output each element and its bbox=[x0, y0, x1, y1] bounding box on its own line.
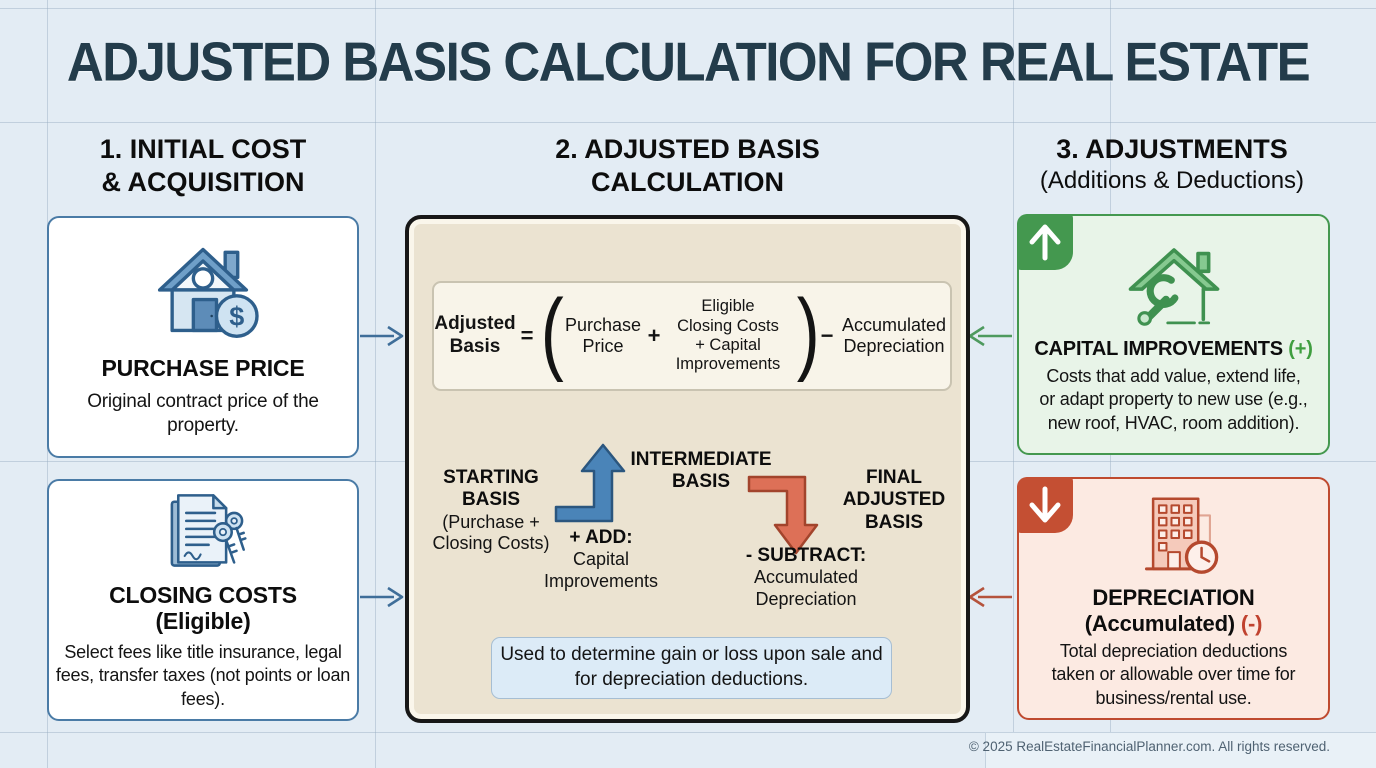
column-3-header-line1: 3. ADJUSTMENTS bbox=[1056, 134, 1288, 164]
purchase-price-card: $ PURCHASE PRICE Original contract price… bbox=[47, 216, 359, 458]
note-text: Used to determine gain or loss upon sale… bbox=[500, 644, 883, 690]
flow-diagram: STARTING BASIS (Purchase + Closing Costs… bbox=[409, 439, 974, 629]
purchase-price-title: PURCHASE PRICE bbox=[101, 355, 305, 382]
purchase-price-term: Purchase Price bbox=[563, 315, 643, 357]
house-wrench-icon bbox=[1128, 248, 1219, 326]
arrow-capital-to-panel bbox=[968, 325, 1012, 347]
accumulated-depreciation-term: Accumulated Depreciation bbox=[838, 315, 950, 357]
column-3-header-line2: (Additions & Deductions) bbox=[1039, 166, 1305, 194]
starting-basis-sub: (Purchase + Closing Costs) bbox=[432, 511, 550, 554]
depreciation-card: DEPRECIATION (Accumulated) (-) Total dep… bbox=[1017, 477, 1330, 720]
arrow-purchase-to-formula bbox=[360, 325, 404, 347]
capital-improvements-title-text: CAPITAL IMPROVEMENTS bbox=[1034, 337, 1283, 360]
close-paren: ) bbox=[796, 280, 820, 383]
arrow-closing-to-formula bbox=[360, 586, 404, 608]
adjusted-basis-label-line2: Basis bbox=[449, 336, 501, 357]
capital-improvements-title: CAPITAL IMPROVEMENTS (+) bbox=[1034, 337, 1313, 361]
closing-capital-term-line3: + Capital bbox=[695, 336, 761, 354]
accumulated-depreciation-term-line1: Accumulated bbox=[841, 314, 947, 335]
plus-sign: + bbox=[647, 323, 661, 348]
calculation-panel: Adjusted Basis = ( Purchase Price + Elig… bbox=[405, 215, 970, 723]
accumulated-depreciation-term-line2: Depreciation bbox=[843, 336, 945, 356]
equals-sign: = bbox=[520, 323, 534, 348]
depreciation-title-line2: (Accumulated) (-) bbox=[1085, 611, 1263, 636]
adjusted-basis-label: Adjusted Basis bbox=[434, 313, 516, 359]
purchase-price-term-line2: Price bbox=[582, 336, 624, 356]
footer-band bbox=[985, 732, 1376, 768]
column-3-header: 3. ADJUSTMENTS (Additions & Deductions) bbox=[1013, 133, 1331, 195]
grid-line bbox=[375, 0, 376, 768]
closing-costs-title-line2: (Eligible) bbox=[155, 608, 251, 635]
grid-line bbox=[1013, 0, 1014, 768]
subtract-block: - SUBTRACT: Accumulated Depreciation bbox=[721, 545, 891, 611]
page-title: ADJUSTED BASIS CALCULATION FOR REAL ESTA… bbox=[66, 30, 1311, 93]
add-block: + ADD: Capital Improvements bbox=[521, 527, 681, 593]
grid-line bbox=[0, 732, 1376, 733]
closing-capital-term-line2: Closing Costs bbox=[677, 316, 779, 335]
column-1-header-line1: 1. INITIAL COST bbox=[99, 134, 307, 164]
depreciation-title-line1: DEPRECIATION bbox=[1092, 585, 1255, 611]
closing-costs-card: CLOSING COSTS (Eligible) Select fees lik… bbox=[47, 479, 359, 721]
closing-costs-title-line1: CLOSING COSTS bbox=[109, 581, 297, 608]
closing-costs-description: Select fees like title insurance, legal … bbox=[55, 641, 351, 709]
open-paren: ( bbox=[540, 280, 564, 383]
dollar-glyph: $ bbox=[229, 302, 244, 332]
grid-line bbox=[0, 122, 1376, 123]
note-box: Used to determine gain or loss upon sale… bbox=[491, 637, 892, 699]
intermediate-basis-title: INTERMEDIATE BASIS bbox=[630, 449, 772, 493]
depreciation-description: Total depreciation deductions taken or a… bbox=[1051, 640, 1296, 708]
copyright-text: © 2025 RealEstateFinancialPlanner.com. A… bbox=[968, 739, 1330, 754]
document-keys-icon bbox=[170, 494, 247, 567]
subtract-label: - SUBTRACT: bbox=[745, 545, 867, 566]
starting-basis-title: STARTING BASIS bbox=[443, 467, 539, 511]
add-sub: Capital Improvements bbox=[543, 549, 659, 591]
depreciation-accumulated-text: (Accumulated) bbox=[1084, 610, 1235, 636]
column-2-header-line1: 2. ADJUSTED BASIS bbox=[555, 134, 820, 164]
minus-sign: − bbox=[820, 323, 834, 348]
closing-capital-term: Eligible Closing Costs + Capital Improve… bbox=[665, 297, 791, 375]
closing-costs-title: CLOSING COSTS (Eligible) bbox=[109, 582, 297, 635]
formula-box: Adjusted Basis = ( Purchase Price + Elig… bbox=[432, 281, 952, 391]
purchase-price-term-line1: Purchase bbox=[564, 314, 642, 335]
add-up-arrow-icon bbox=[554, 443, 626, 523]
depreciation-minus: (-) bbox=[1240, 610, 1263, 636]
depreciation-title: DEPRECIATION (Accumulated) (-) bbox=[1085, 585, 1263, 636]
adjusted-basis-label-line1: Adjusted bbox=[434, 313, 516, 335]
arrow-depreciation-to-panel bbox=[968, 586, 1012, 608]
subtract-down-arrow-icon bbox=[747, 475, 819, 555]
up-arrow-badge bbox=[1017, 214, 1073, 270]
column-1-header-line2: & ACQUISITION bbox=[101, 166, 305, 197]
up-arrow-icon bbox=[1029, 224, 1061, 261]
grid-line bbox=[0, 8, 1376, 9]
purchase-price-description: Original contract price of the property. bbox=[87, 390, 319, 437]
down-arrow-badge bbox=[1017, 477, 1073, 533]
starting-basis-block: STARTING BASIS (Purchase + Closing Costs… bbox=[427, 467, 555, 555]
column-1-header: 1. INITIAL COST & ACQUISITION bbox=[47, 133, 359, 199]
closing-capital-term-line4: Improvements bbox=[675, 355, 781, 374]
closing-capital-term-line1: Eligible bbox=[701, 297, 755, 316]
final-adjusted-basis-title: FINAL ADJUSTED BASIS bbox=[842, 467, 946, 533]
column-2-header: 2. ADJUSTED BASIS CALCULATION bbox=[425, 133, 950, 199]
add-label: + ADD: bbox=[569, 527, 633, 548]
capital-improvements-plus: (+) bbox=[1288, 337, 1313, 360]
down-arrow-icon bbox=[1029, 486, 1061, 523]
capital-improvements-card: CAPITAL IMPROVEMENTS (+) Costs that add … bbox=[1017, 214, 1330, 455]
building-clock-icon bbox=[1144, 497, 1218, 574]
house-dollar-icon: $ bbox=[157, 247, 259, 339]
capital-improvements-description: Costs that add value, extend life, or ad… bbox=[1039, 365, 1308, 433]
subtract-sub: Accumulated Depreciation bbox=[753, 567, 859, 609]
column-2-header-line2: CALCULATION bbox=[591, 166, 784, 197]
